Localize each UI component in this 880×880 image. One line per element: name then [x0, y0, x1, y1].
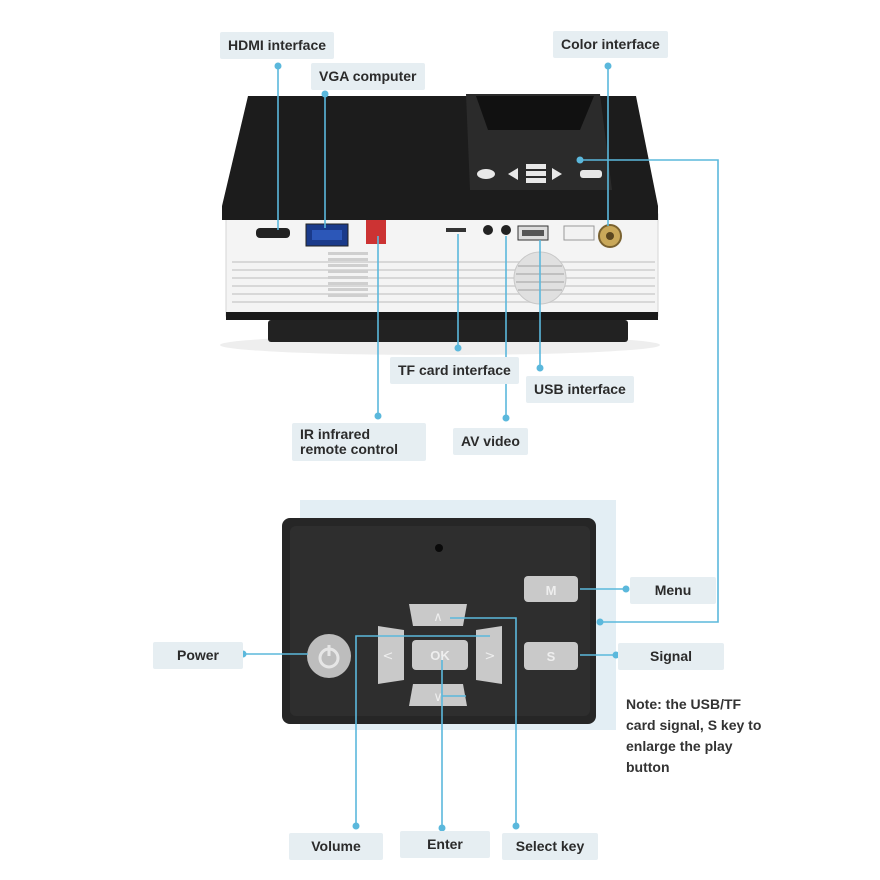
ir-sensor — [366, 220, 386, 244]
av-video-label: AV video — [453, 428, 528, 455]
menu-label: Menu — [630, 577, 716, 604]
usb-interface-label: USB interface — [526, 376, 634, 403]
tf-card-interface-label: TF card interface — [390, 357, 519, 384]
select-key-label: Select key — [502, 833, 598, 860]
callout-dots — [239, 62, 630, 832]
power-label: Power — [153, 642, 243, 669]
signal-key — [524, 642, 578, 670]
ok-key — [412, 640, 468, 670]
projector-body — [220, 94, 660, 355]
up-key — [409, 604, 467, 626]
vga-computer-label: VGA computer — [311, 63, 425, 90]
enter-label: Enter — [400, 831, 490, 858]
color-interface-label: Color interface — [553, 31, 668, 58]
down-key — [409, 684, 467, 706]
menu-key — [524, 576, 578, 602]
signal-key-glyph: S — [547, 649, 556, 664]
left-key — [378, 626, 404, 684]
usb-tf-note: Note: the USB/TF card signal, S key to e… — [626, 696, 762, 775]
ok-key-glyph: OK — [430, 648, 450, 663]
control-panel — [282, 500, 616, 730]
hdmi-interface-label: HDMI interface — [220, 32, 335, 59]
signal-label: Signal — [618, 643, 724, 670]
right-key — [476, 626, 502, 684]
right-key-glyph: > — [485, 649, 496, 664]
down-key-glyph: ∨ — [433, 690, 443, 705]
ir-remote-label: IR infrared remote control — [292, 423, 426, 461]
callout-lines — [243, 66, 719, 828]
menu-key-glyph: M — [546, 583, 557, 598]
left-key-glyph: < — [383, 649, 394, 664]
volume-label: Volume — [289, 833, 383, 860]
up-key-glyph: ∧ — [433, 610, 443, 625]
